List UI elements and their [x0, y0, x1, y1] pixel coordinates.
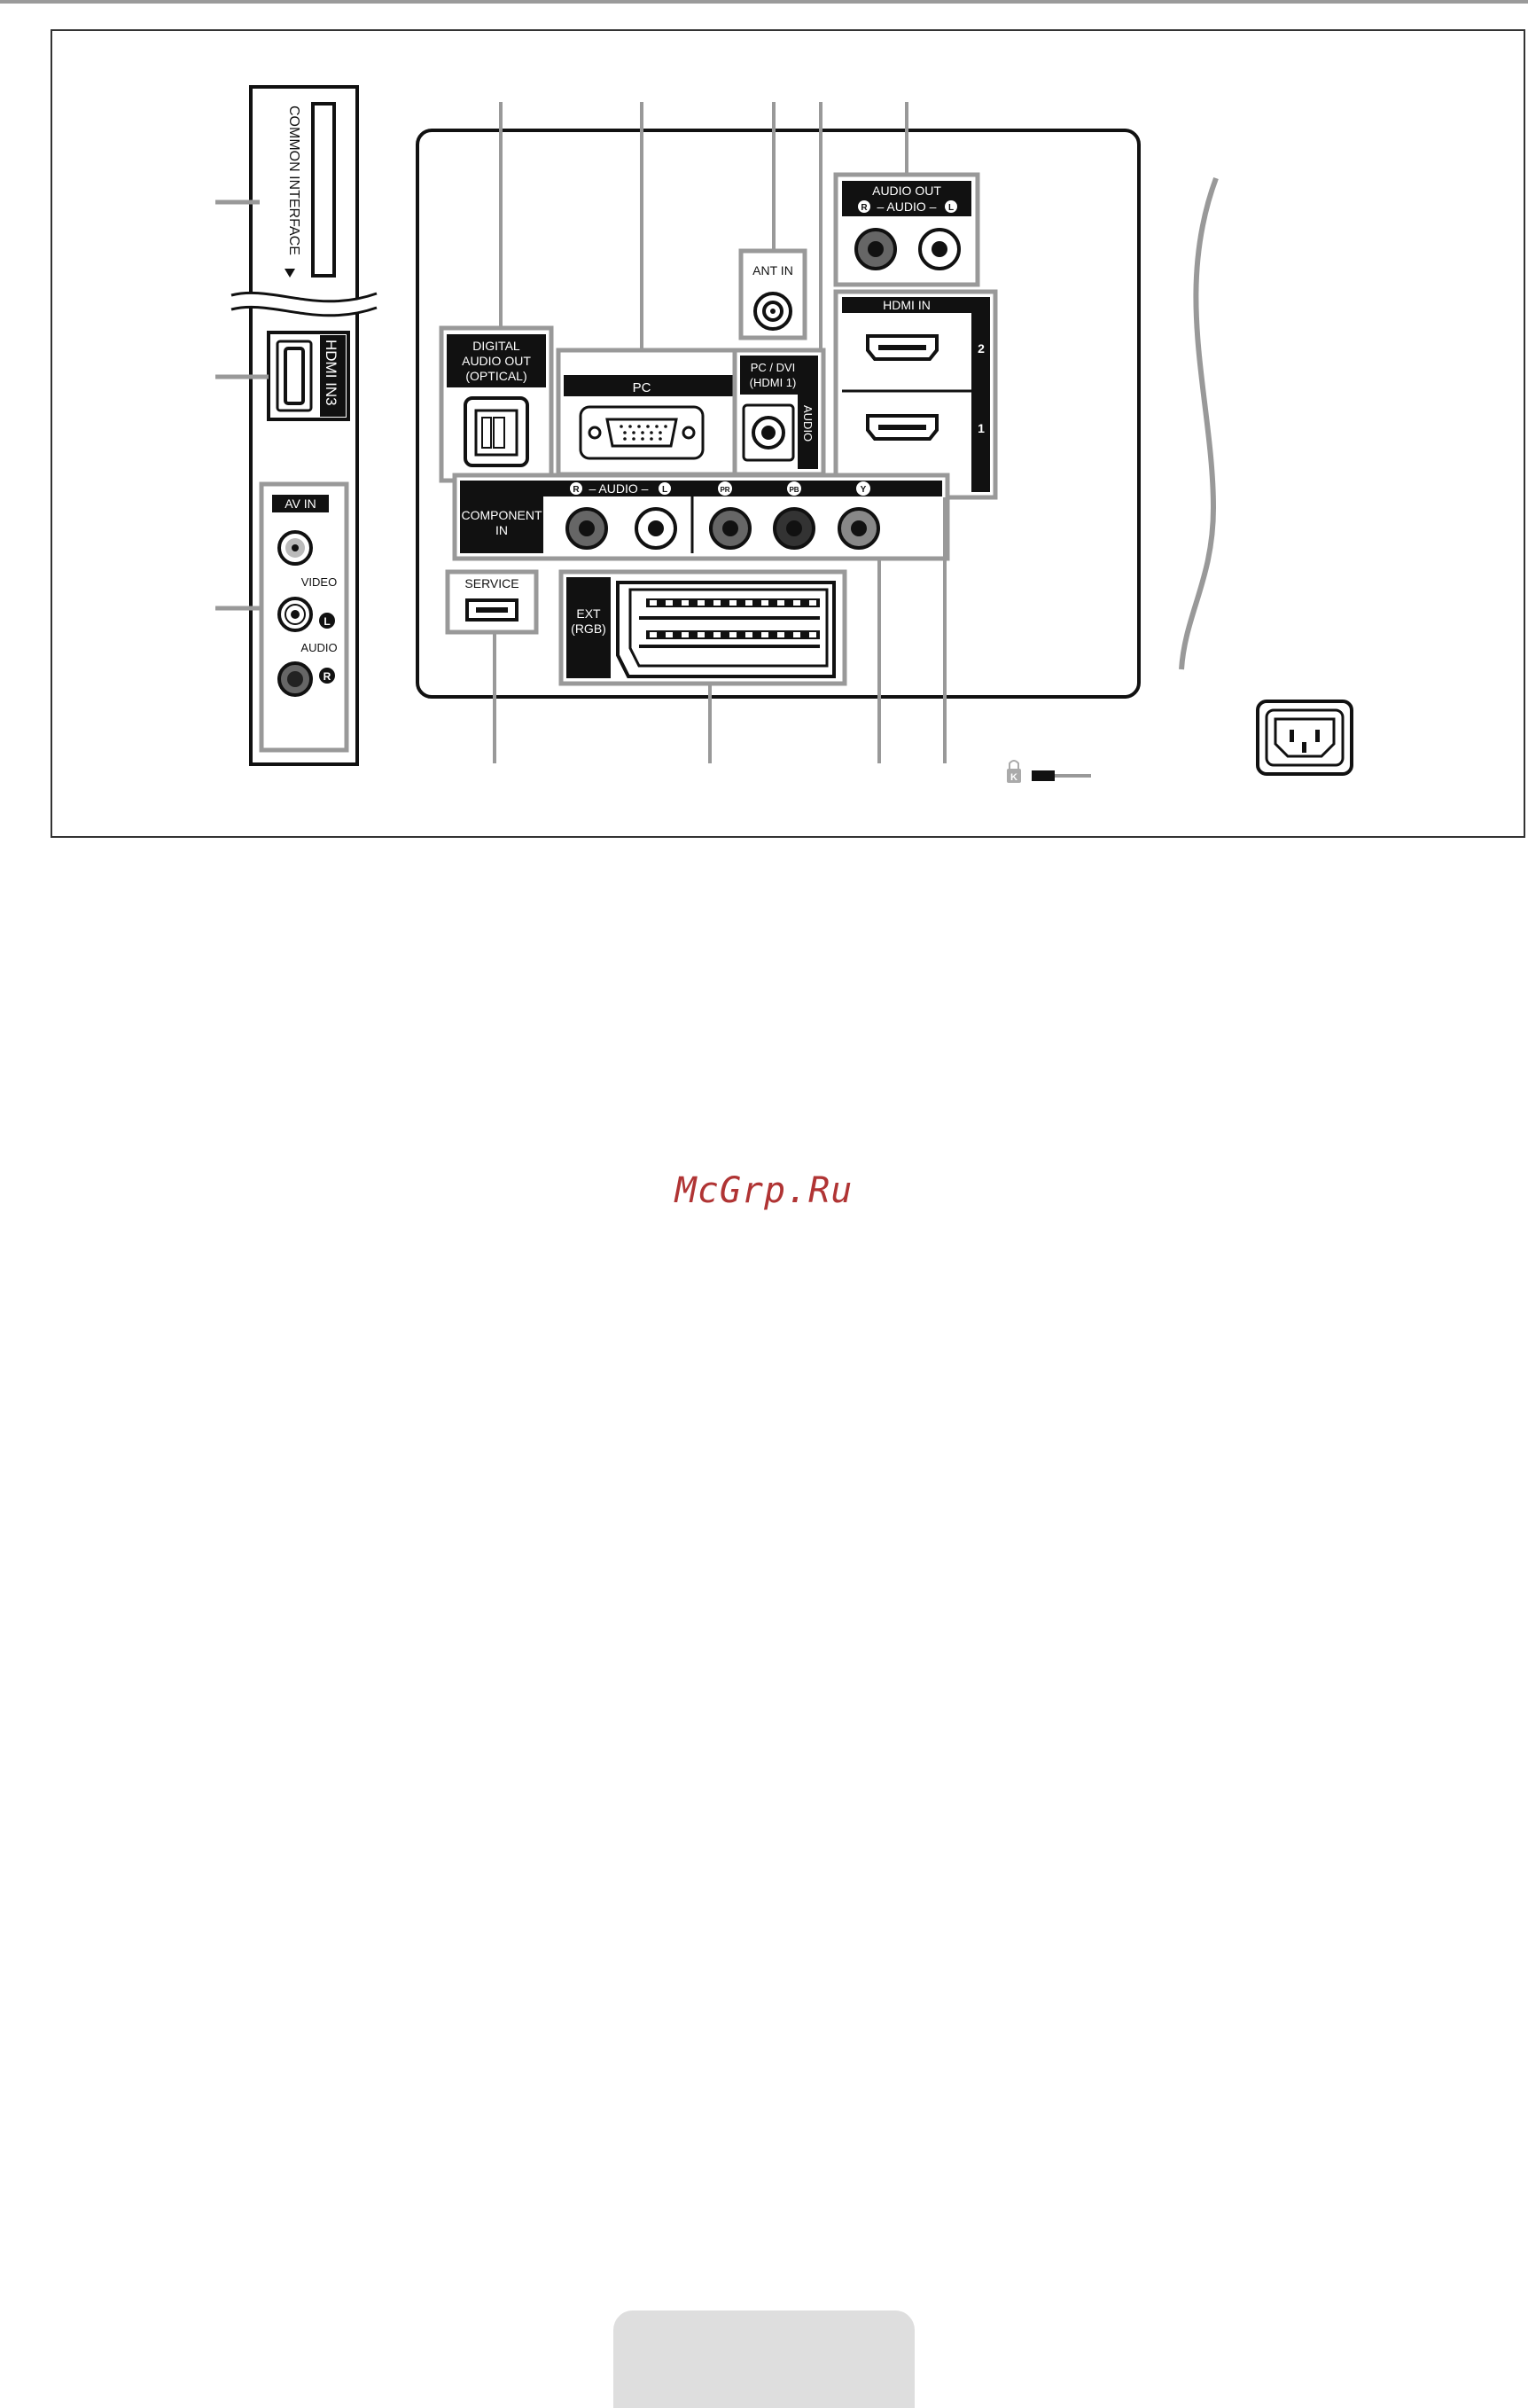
audio-right-jack[interactable] [279, 663, 311, 695]
hdmi-in-2-port[interactable] [868, 336, 937, 359]
right-badge-label: R [324, 670, 331, 683]
kensington-lock[interactable]: K [1007, 761, 1091, 783]
power-socket[interactable] [1258, 701, 1352, 774]
service-port[interactable]: SERVICE [448, 572, 536, 632]
component-audio-left-jack[interactable] [636, 509, 675, 548]
av-in-label: AV IN [285, 496, 316, 511]
hdmi-in-group: HDMI IN 2 1 [836, 292, 995, 497]
pc-dvi-label-2: (HDMI 1) [750, 376, 797, 389]
audio-out-label: AUDIO OUT [872, 184, 941, 198]
audio-left-jack[interactable] [279, 598, 311, 630]
left-badge-label: L [324, 615, 330, 628]
hdmi-in3-label: HDMI IN3 [323, 340, 339, 406]
pb-label: PB [789, 486, 799, 494]
watermark: McGrp.Ru [0, 1170, 1528, 1211]
hdmi-in3-port[interactable]: HDMI IN3 [269, 332, 348, 419]
audio-out-sub-label: – AUDIO – [877, 199, 937, 214]
component-r-badge: R [573, 485, 580, 495]
pr-label: PR [720, 486, 729, 494]
common-interface-label: COMMON INTERFACE [286, 106, 301, 255]
component-y-jack[interactable] [839, 509, 878, 548]
component-in-label-2: IN [495, 523, 508, 537]
tv-connection-panel-diagram: COMMON INTERFACE HDMI IN3 AV IN VIDEO L … [51, 29, 1525, 838]
pc-dvi-audio-port[interactable]: PC / DVI (HDMI 1) AUDIO [735, 350, 823, 474]
component-l-badge: L [662, 485, 667, 495]
component-pb-jack[interactable] [775, 509, 814, 548]
hdmi-number-2: 2 [978, 341, 985, 356]
ext-rgb-scart-port[interactable]: EXT (RGB) [561, 572, 845, 684]
panel-edge-curve [1181, 178, 1216, 669]
pc-label: PC [633, 380, 651, 395]
pc-dvi-label-1: PC / DVI [751, 361, 796, 374]
ext-label: EXT [576, 606, 601, 621]
audio-out-group: AUDIO OUT R – AUDIO – L [836, 175, 978, 285]
rgb-label: (RGB) [571, 622, 606, 636]
hdmi-in-1-port[interactable] [868, 416, 937, 439]
audio-out-r-badge: R [861, 203, 868, 213]
component-audio-right-jack[interactable] [567, 509, 606, 548]
component-in-label-1: COMPONENT [462, 508, 542, 522]
video-jack[interactable] [279, 532, 311, 564]
av-in-group: AV IN VIDEO L AUDIO R [261, 484, 347, 750]
component-pr-jack[interactable] [711, 509, 750, 548]
ant-in-port[interactable]: ANT IN [741, 251, 805, 338]
component-audio-label: – AUDIO – [589, 481, 649, 496]
kensington-icon: K [1010, 772, 1017, 783]
digital-audio-out-label-1: DIGITAL [472, 339, 520, 353]
service-label: SERVICE [464, 576, 518, 590]
digital-audio-out-label-2: AUDIO OUT [462, 354, 531, 368]
page-number-tab [613, 2310, 915, 2408]
audio-out-right-jack[interactable] [856, 230, 895, 269]
digital-audio-out-label-3: (OPTICAL) [465, 369, 526, 383]
digital-audio-out-optical-port[interactable]: DIGITAL AUDIO OUT (OPTICAL) [441, 328, 551, 481]
av-audio-label: AUDIO [300, 641, 337, 654]
hdmi-in-label: HDMI IN [883, 298, 931, 312]
hdmi-number-1: 1 [978, 421, 985, 435]
video-label: VIDEO [301, 575, 337, 589]
pc-dvi-audio-label: AUDIO [801, 405, 815, 442]
audio-out-l-badge: L [948, 203, 954, 213]
top-rule [0, 0, 1528, 4]
y-label: Y [861, 485, 867, 495]
component-in-group: COMPONENT IN R – AUDIO – L PR PB Y [455, 475, 947, 559]
audio-out-left-jack[interactable] [920, 230, 959, 269]
ant-in-label: ANT IN [752, 263, 793, 278]
